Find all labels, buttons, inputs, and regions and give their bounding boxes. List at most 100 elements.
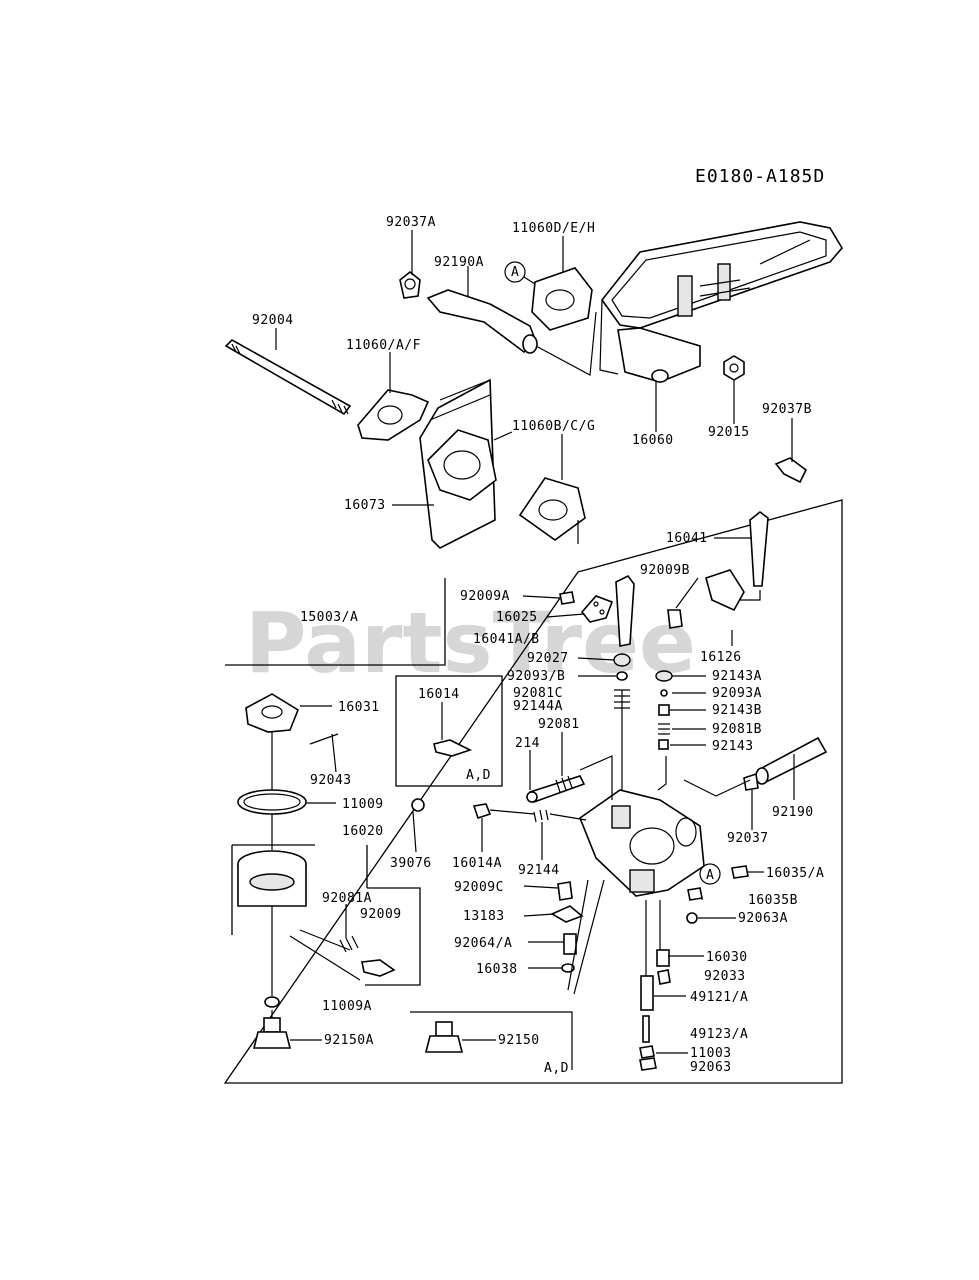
callout-92015: 92015: [708, 425, 750, 440]
diagram-code: E0180-A185D: [695, 166, 825, 187]
spring-92081b: [658, 723, 670, 735]
gasket-11060bcg: [518, 477, 586, 541]
callout-214: 214: [515, 736, 540, 751]
float-16020: [237, 850, 307, 907]
callout-16031: 16031: [338, 700, 380, 715]
callout-11060deh: 11060D/E/H: [512, 221, 595, 236]
drain-bolt-92150: [424, 1021, 464, 1053]
callout-92190a: 92190A: [434, 255, 484, 270]
callout-92081a: 92081A: [322, 891, 372, 906]
callout-92150a: 92150A: [324, 1033, 374, 1048]
callout-92150: 92150: [498, 1033, 540, 1048]
callout-15003a: 15003/A: [300, 610, 358, 625]
gasket-11060deh: [531, 267, 593, 331]
callout-92081c: 92081C: [513, 686, 563, 701]
clip-39076: [411, 798, 425, 812]
callout-11009: 11009: [342, 797, 384, 812]
screw-16014a: [472, 803, 492, 820]
callout-92144a: 92144A: [513, 699, 563, 714]
clamp-92037b: [774, 457, 808, 484]
callout-16014: 16014: [418, 687, 460, 702]
callout-92043: 92043: [310, 773, 352, 788]
insulator-16073: [419, 378, 497, 549]
gasket-11003: [639, 1045, 655, 1059]
choke-shaft-16041: [749, 510, 769, 587]
pilot-screw-214: [526, 775, 586, 804]
carburetor-body: [579, 789, 705, 897]
callout-92081b: 92081B: [712, 722, 762, 737]
callout-16035a: 16035/A: [766, 866, 824, 881]
stud-bolt-92004: [224, 339, 352, 416]
callout-92009c: 92009C: [454, 880, 504, 895]
nut-92015: [723, 355, 745, 381]
callout-16030: 16030: [706, 950, 748, 965]
callout-16060: 16060: [632, 433, 674, 448]
screw-16035b: [687, 887, 703, 901]
choke-plate-16126: [705, 569, 745, 612]
spring-92081a: [339, 935, 359, 953]
callout-16020: 16020: [342, 824, 384, 839]
cap-92143a: [655, 670, 673, 682]
o-ring-92093a: [660, 689, 668, 697]
callout-16035b: 16035B: [748, 893, 798, 908]
inset-box-16014: [395, 675, 503, 787]
callout-92064a: 92064/A: [454, 936, 512, 951]
nut-92063: [639, 1057, 657, 1071]
plug-92143: [658, 739, 669, 750]
callout-92081: 92081: [538, 717, 580, 732]
callout-92093b: 92093/B: [507, 669, 565, 684]
screw-16035a: [731, 865, 749, 879]
callout-92063a: 92063A: [738, 911, 788, 926]
callout-92027: 92027: [527, 651, 569, 666]
callout-92143a: 92143A: [712, 669, 762, 684]
screw-92009a: [559, 591, 575, 605]
callout-16041: 16041: [666, 531, 708, 546]
callout-ad-bottom: A,D: [544, 1061, 569, 1076]
callout-92037a: 92037A: [386, 215, 436, 230]
clamp-92037: [743, 772, 759, 791]
callout-16038: 16038: [476, 962, 518, 977]
callout-16126: 16126: [700, 650, 742, 665]
spring-92144: [533, 809, 549, 823]
reference-a-bottom: A: [706, 868, 714, 883]
callout-16041ab: 16041A/B: [473, 632, 540, 647]
callout-92037b: 92037B: [762, 402, 812, 417]
callout-11003: 11003: [690, 1046, 732, 1061]
callout-92009: 92009: [360, 907, 402, 922]
inset-box-ad2: [410, 1011, 573, 1070]
callout-92037: 92037: [727, 831, 769, 846]
breather-hose-92190a: [426, 289, 538, 354]
callout-92144: 92144: [518, 863, 560, 878]
reference-circle-a-top: [504, 261, 526, 283]
o-ring-92093b: [616, 671, 628, 681]
reference-a-top: A: [511, 265, 519, 280]
callout-16073: 16073: [344, 498, 386, 513]
callout-11009a: 11009A: [322, 999, 372, 1014]
callout-11060bcg: 11060B/C/G: [512, 419, 595, 434]
callout-16014a: 16014A: [452, 856, 502, 871]
callout-13183: 13183: [463, 909, 505, 924]
callout-92190: 92190: [772, 805, 814, 820]
callout-92143: 92143: [712, 739, 754, 754]
needle-49123a: [642, 1015, 650, 1043]
gasket-11009a: [264, 996, 280, 1008]
callout-11060af: 11060/A/F: [346, 338, 421, 353]
screw-92009: [361, 959, 396, 977]
jet-16030: [656, 949, 670, 967]
gasket-11060af: [357, 389, 430, 441]
screw-92009b: [667, 609, 683, 629]
inset-box-16020: [231, 844, 421, 986]
plug-92143b: [658, 704, 670, 716]
callout-92063: 92063: [690, 1060, 732, 1075]
leader-lines: [271, 230, 795, 1054]
clamp-92037a: [399, 270, 421, 299]
screw-16014: [433, 739, 473, 757]
callout-92009b: 92009B: [640, 563, 690, 578]
callout-ad-inset: A,D: [466, 768, 491, 783]
throttle-plate-16025: [580, 595, 614, 623]
callout-16025: 16025: [496, 610, 538, 625]
screw-92063a: [686, 912, 698, 924]
callout-39076: 39076: [390, 856, 432, 871]
seal-92027: [613, 653, 631, 667]
